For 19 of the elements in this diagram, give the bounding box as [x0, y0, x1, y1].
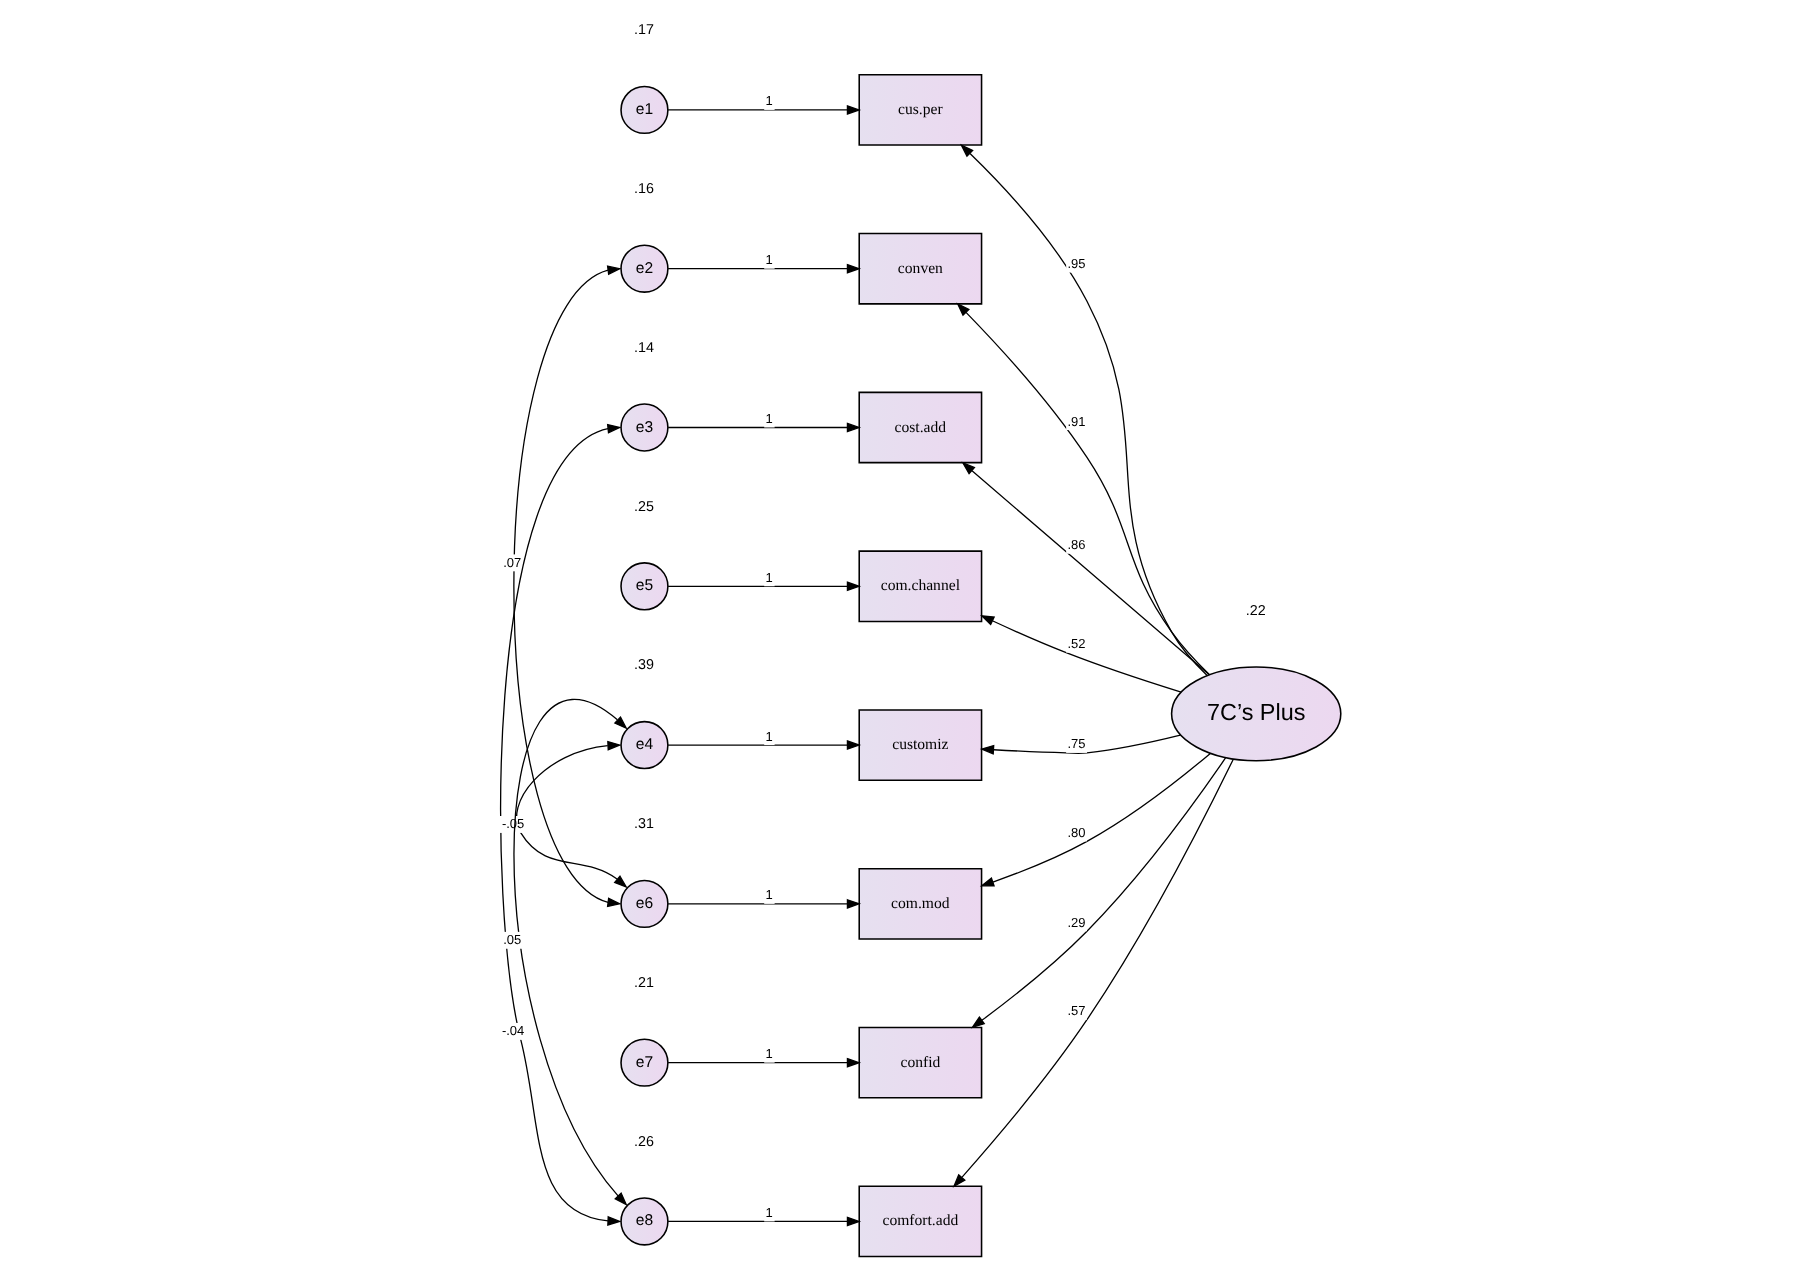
arrow: [512, 265, 621, 908]
arrow: [978, 752, 1210, 887]
arrow: [960, 461, 1209, 676]
arrow: [666, 263, 861, 274]
arrow: [951, 758, 1233, 1188]
arrow: [666, 1057, 861, 1068]
arrow: [514, 740, 627, 889]
arrow: [969, 757, 1226, 1029]
arrow: [512, 700, 627, 1206]
arrow: [955, 302, 1210, 676]
arrow: [979, 615, 1181, 693]
arrow: [666, 422, 861, 433]
arrow: [666, 581, 861, 592]
arrow: [666, 104, 861, 115]
arrow: [666, 740, 861, 751]
arrow: [958, 143, 1207, 677]
arrow: [666, 1216, 861, 1227]
node-ellipse: 7C’s Plus: [1169, 666, 1341, 762]
arrow: [666, 898, 861, 909]
